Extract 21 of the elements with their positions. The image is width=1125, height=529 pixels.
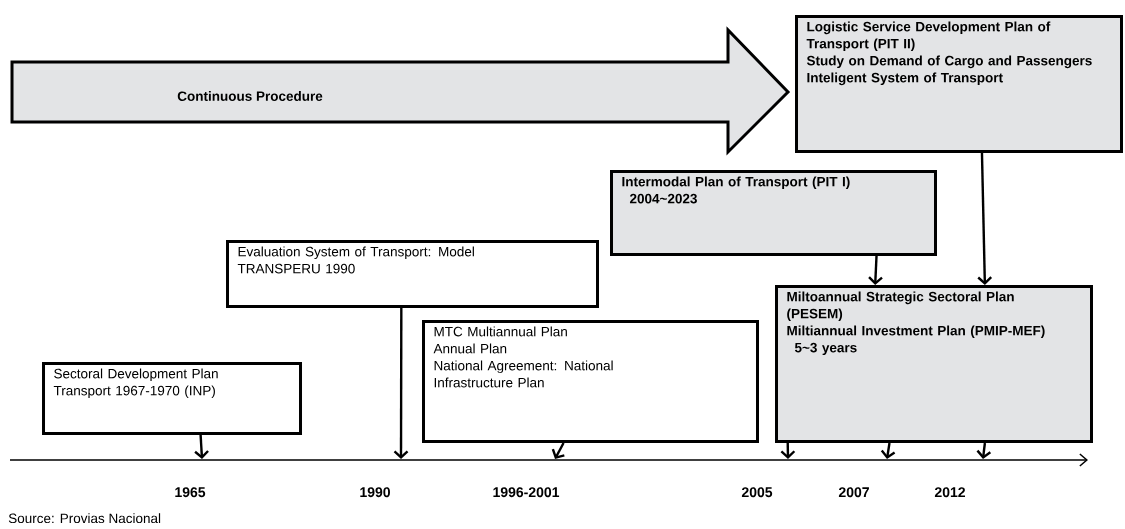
arrow — [393, 308, 409, 459]
arrow — [880, 442, 896, 459]
arrow — [780, 442, 796, 459]
arrow — [194, 434, 209, 459]
year-label: 1990 — [360, 487, 390, 498]
arrow — [976, 442, 992, 459]
year-label: 1965 — [175, 487, 206, 498]
year-label: 2005 — [741, 487, 773, 498]
arrow — [551, 442, 565, 459]
plan-box: Evaluation System of Transport: Model TRANSPERU 1990 — [226, 240, 599, 308]
arrow — [868, 255, 883, 285]
plan-box: Miltoannual Strategic Sectoral Plan (PESEM) Miltiannual Investment Plan (PMIP-MEF) 5~3 years — [775, 285, 1093, 443]
plan-box: Intermodal Plan of Transport (PIT I) 2004~2023 — [610, 170, 937, 256]
year-label: 1996-2001 — [493, 487, 560, 498]
plan-box: Sectoral Development Plan Transport 1967-1970 (INP) — [42, 362, 302, 435]
plan-box: MTC Multiannual Plan Annual Plan National Agreement: National Infrastructure Plan — [422, 320, 759, 443]
arrow — [977, 152, 993, 285]
source-note: Source: Provias Nacional — [8, 513, 161, 524]
year-label: 2007 — [838, 487, 869, 498]
plan-box: Logistic Service Development Plan of Transport (PIT II) Study on Demand of Cargo and Passengers Inteligent System of Transport — [795, 15, 1123, 153]
year-label: 2012 — [934, 487, 965, 498]
